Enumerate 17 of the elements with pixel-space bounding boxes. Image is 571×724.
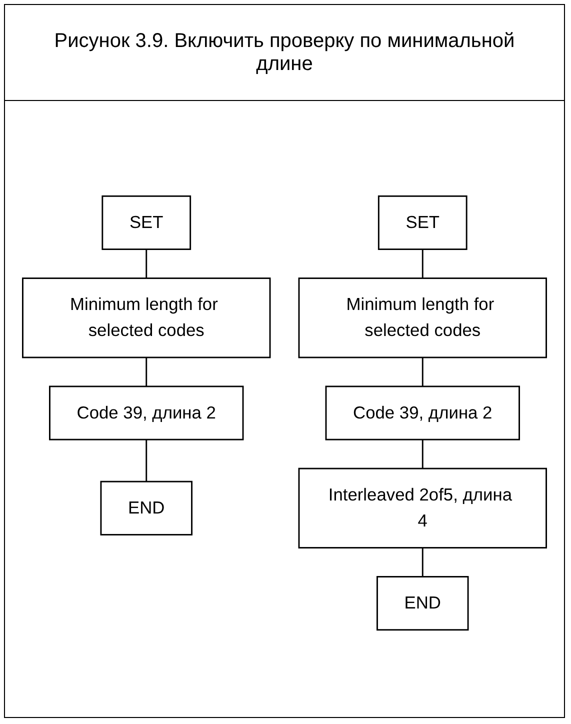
- node-box: Code 39, длина 2: [325, 386, 520, 440]
- connector: [422, 357, 424, 386]
- connector: [146, 440, 148, 482]
- node-box: SET: [102, 195, 192, 250]
- connector: [146, 249, 148, 278]
- connector: [422, 548, 424, 577]
- figure-title: Рисунок 3.9. Включить проверку по минимальной длине: [5, 5, 564, 101]
- node-box: SET: [378, 195, 468, 250]
- node-box: Code 39, длина 2: [49, 386, 244, 440]
- node-box: Minimum length for selected codes: [298, 278, 547, 358]
- node-box: END: [376, 576, 469, 631]
- node-box: Minimum length for selected codes: [22, 278, 271, 358]
- node-box: END: [100, 480, 192, 536]
- connector: [422, 249, 424, 278]
- connector: [422, 440, 424, 469]
- node-box: Interleaved 2of5, длина 4: [298, 468, 547, 548]
- connector: [146, 357, 148, 386]
